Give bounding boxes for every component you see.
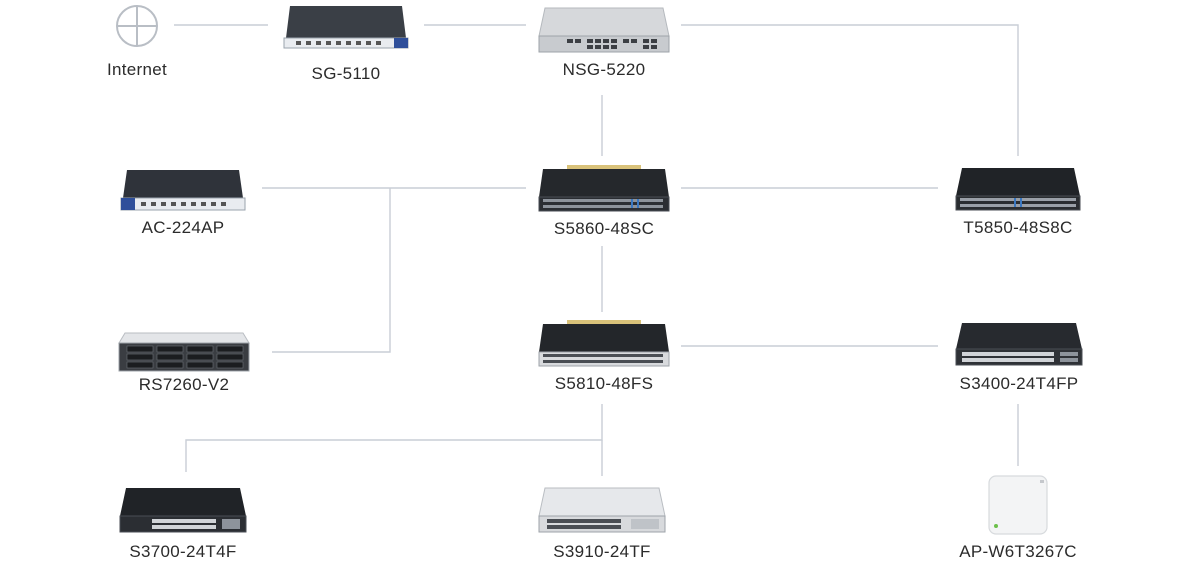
node-s3910[interactable]: S3910-24TF [537, 486, 667, 564]
firewall-appliance-icon [538, 7, 670, 53]
node-label: Internet [106, 60, 168, 79]
node-label: S5810-48FS [554, 374, 654, 393]
node-rs7260[interactable]: RS7260-V2 [117, 331, 251, 397]
node-s3400[interactable]: S3400-24T4FP [954, 321, 1084, 397]
data-center-switch-icon [955, 168, 1081, 211]
link-s5810-s3700 [185, 404, 603, 472]
node-label: AC-224AP [141, 218, 225, 237]
aggregation-switch-icon [538, 320, 670, 367]
storage-server-icon [118, 332, 250, 372]
link-nsg5220-t5850 [681, 24, 1019, 156]
node-nsg5220[interactable]: NSG-5220 [537, 6, 671, 80]
wireless-access-point-icon [988, 475, 1048, 535]
node-label: SG-5110 [311, 64, 381, 83]
node-sg5110[interactable]: SG-5110 [282, 4, 410, 83]
node-label: S5860-48SC [553, 219, 655, 238]
node-label: S3700-24T4F [129, 542, 237, 561]
access-switch-white-icon [538, 487, 666, 533]
node-label: AP-W6T3267C [959, 542, 1077, 561]
node-ac224ap[interactable]: AC-224AP [119, 168, 247, 240]
link-rs7260-s5860 [272, 188, 391, 353]
node-t5850[interactable]: T5850-48S8C [954, 166, 1082, 240]
node-s3700[interactable]: S3700-24T4F [118, 486, 248, 564]
poe-switch-icon [955, 323, 1083, 366]
access-switch-icon [119, 488, 247, 533]
security-gateway-icon [283, 6, 409, 49]
node-internet[interactable]: Internet [105, 0, 169, 80]
node-label: NSG-5220 [562, 60, 646, 79]
wireless-controller-icon [120, 170, 246, 211]
globe-icon [116, 5, 158, 47]
core-switch-icon [538, 165, 670, 212]
node-label: S3910-24TF [553, 542, 651, 561]
node-label: S3400-24T4FP [959, 374, 1079, 393]
node-apw[interactable]: AP-W6T3267C [959, 474, 1077, 564]
node-s5860[interactable]: S5860-48SC [537, 163, 671, 241]
node-label: T5850-48S8C [963, 218, 1073, 237]
node-label: RS7260-V2 [138, 375, 230, 394]
node-s5810[interactable]: S5810-48FS [537, 320, 671, 396]
